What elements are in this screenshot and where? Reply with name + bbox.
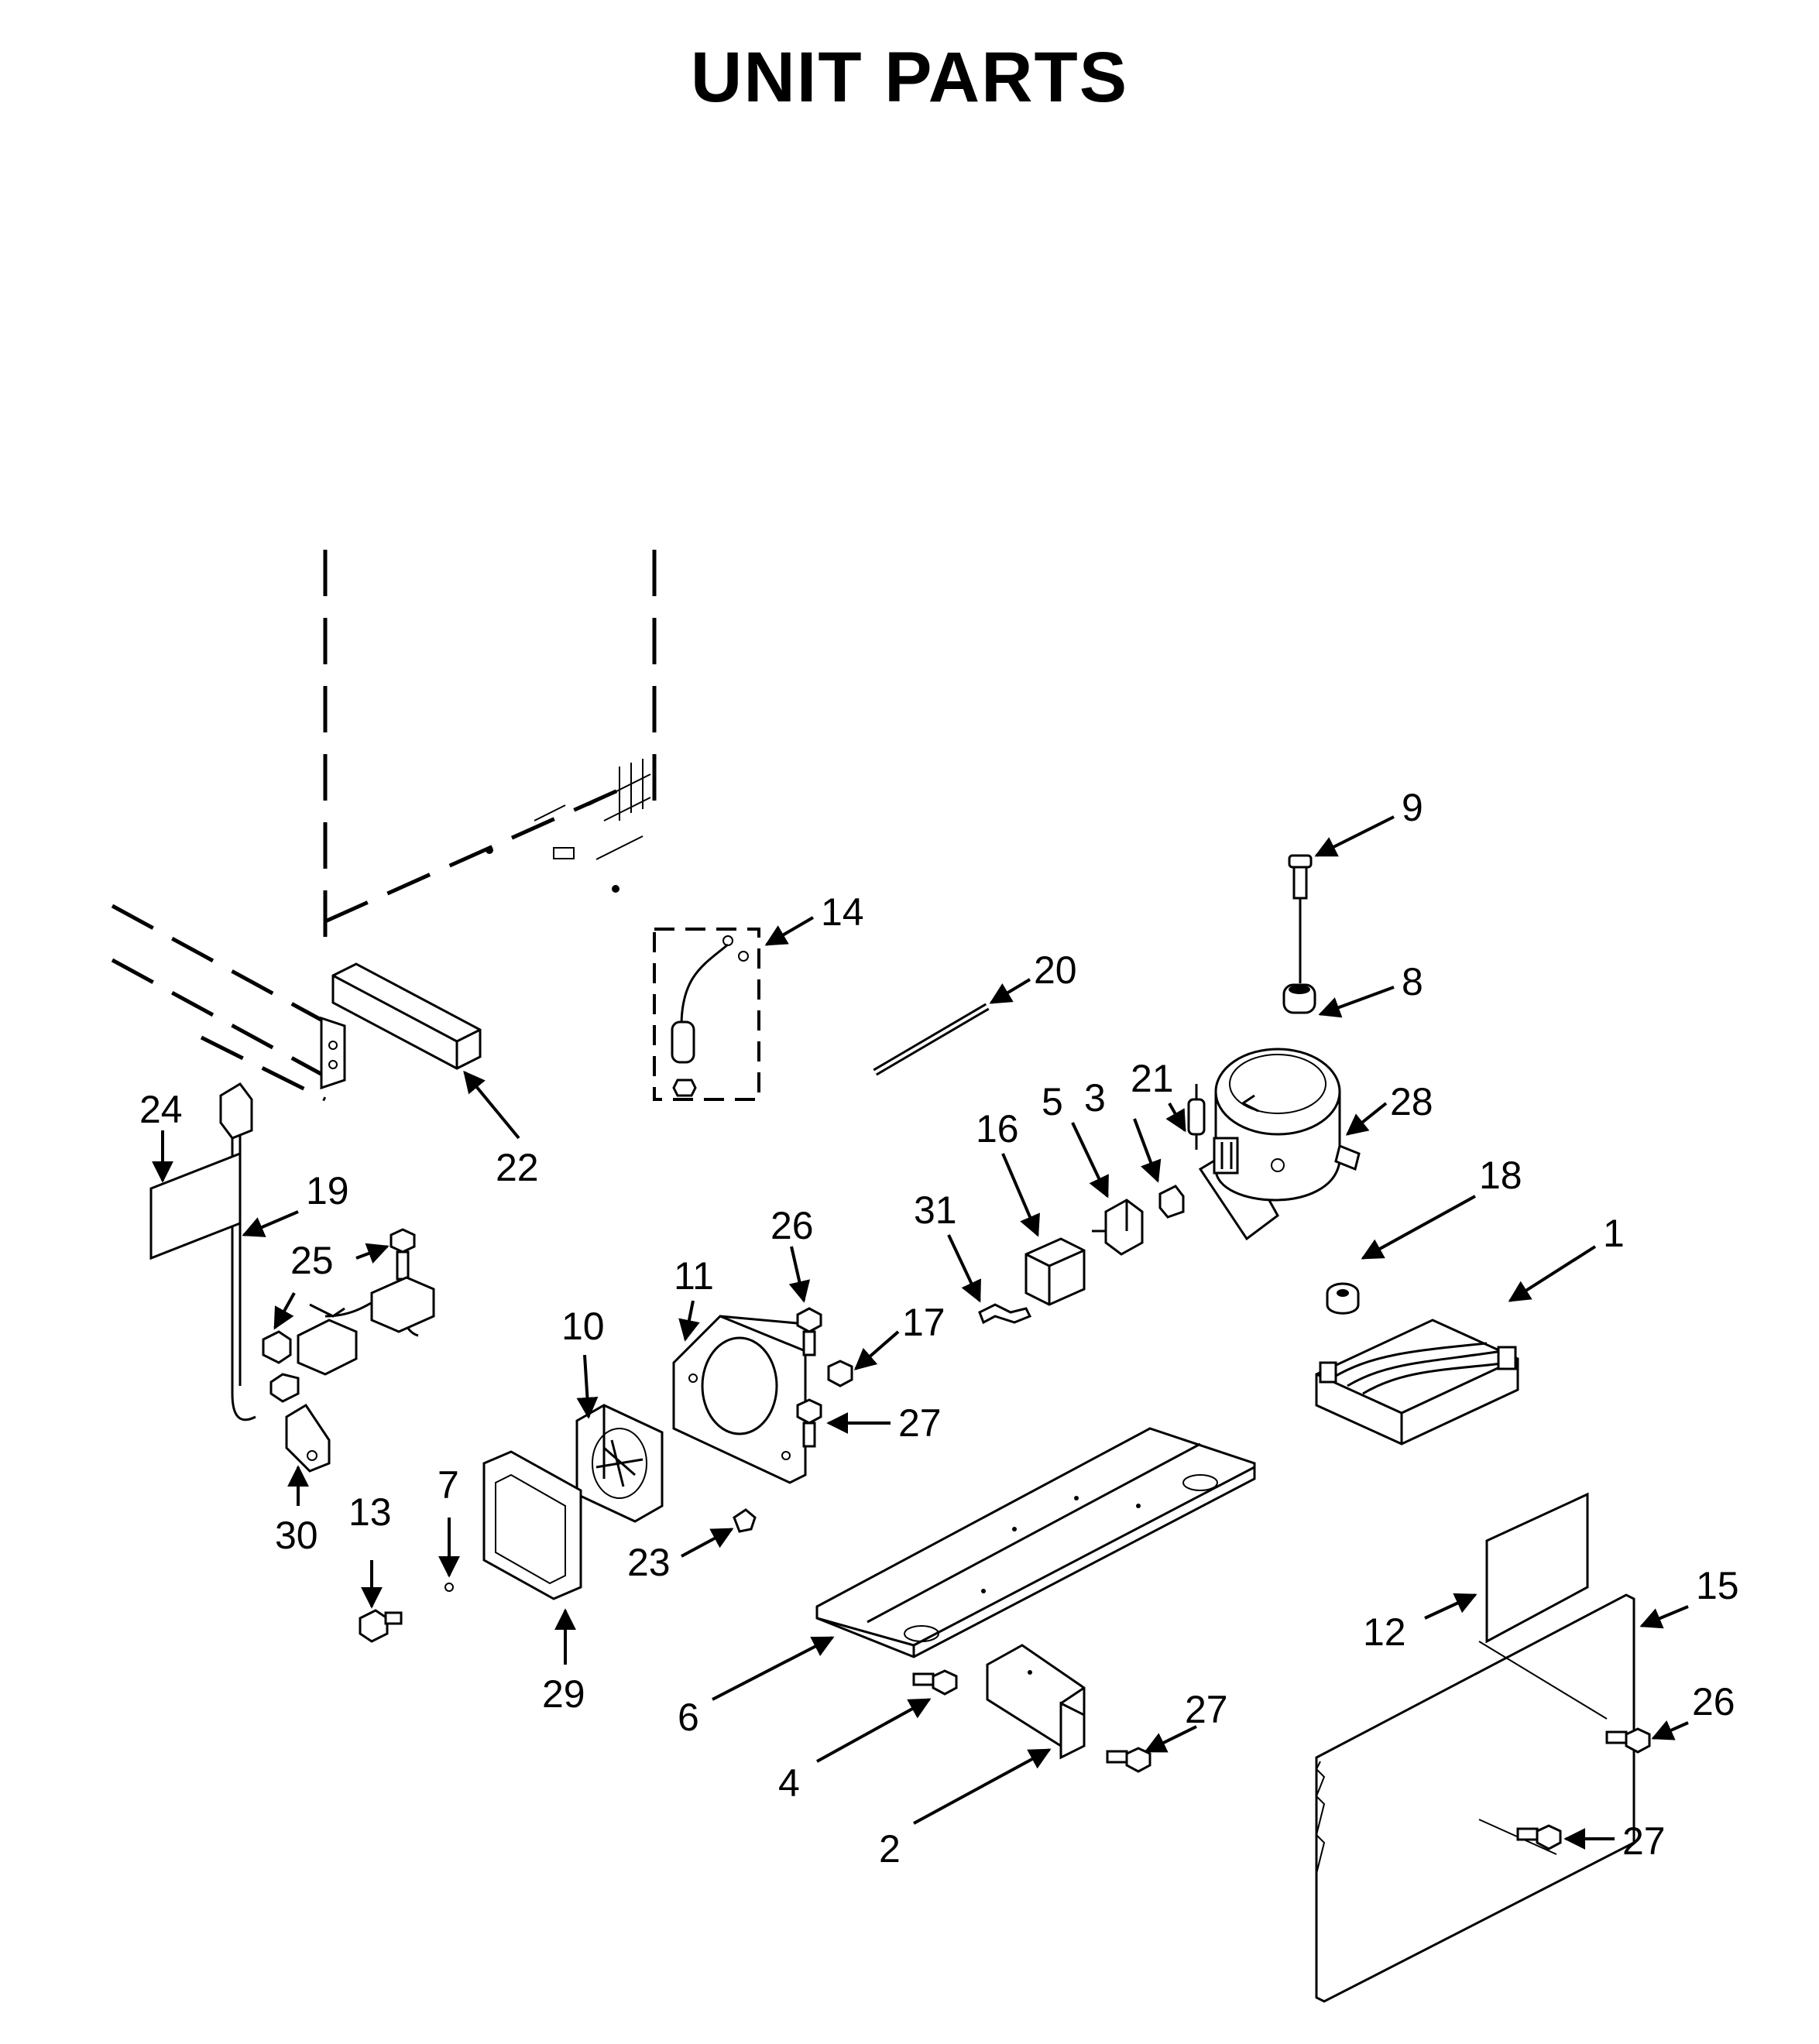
callout-4: 4: [778, 1761, 800, 1805]
part-26-screw-b: [1605, 1727, 1651, 1754]
part-6-base-rail: [815, 1427, 1256, 1658]
callout-31: 31: [914, 1188, 957, 1232]
callout-14: 14: [821, 890, 864, 934]
callout-6: 6: [678, 1696, 699, 1739]
callout-29: 29: [542, 1672, 585, 1716]
part-18-grommet: [1326, 1282, 1360, 1315]
callout-27c: 27: [1622, 1819, 1666, 1863]
callout-26a: 26: [771, 1204, 814, 1247]
callout-13: 13: [348, 1490, 392, 1534]
diagram-title: UNIT PARTS: [690, 38, 1129, 117]
callout-2: 2: [879, 1827, 901, 1871]
part-30-clamp: [285, 1403, 331, 1473]
callout-8: 8: [1402, 960, 1423, 1003]
part-29-shroud: [482, 1450, 582, 1600]
callout-30: 30: [275, 1514, 318, 1557]
part-31-wire-clip: [978, 1303, 1032, 1325]
callout-9: 9: [1402, 786, 1423, 829]
part-27-screw-a: [796, 1398, 822, 1448]
callout-18: 18: [1479, 1154, 1522, 1197]
part-12-panel: [1485, 1492, 1589, 1644]
part-11-fan-bracket: [672, 1315, 807, 1484]
part-1-tube-assembly: [1315, 1319, 1519, 1446]
part-13-screw: [359, 1609, 403, 1643]
leader-arrows: [152, 815, 1689, 1850]
part-5-relay: [1092, 1199, 1144, 1256]
part-3-clip: [1158, 1185, 1185, 1219]
part-23-clip: [733, 1508, 757, 1533]
part-9-bolt: [1288, 854, 1313, 983]
part-22-channel: [320, 962, 482, 1090]
callout-15: 15: [1696, 1564, 1739, 1607]
part-17-nut: [827, 1360, 853, 1387]
part-10-fan: [575, 1404, 664, 1523]
callout-12: 12: [1363, 1610, 1406, 1654]
callout-11: 11: [674, 1254, 714, 1298]
callout-3: 3: [1084, 1076, 1106, 1120]
cabinet-outline: [111, 550, 657, 1102]
part-28-compressor: [1198, 1048, 1361, 1241]
callout-23: 23: [627, 1541, 671, 1584]
part-21-filter: [1187, 1084, 1206, 1150]
part-16-cover: [1024, 1237, 1086, 1306]
part-24-label: [149, 1151, 242, 1260]
callout-22: 22: [496, 1146, 539, 1189]
callout-24: 24: [139, 1088, 183, 1131]
harness-connectors: [262, 1276, 435, 1403]
part-14-capacitor: [653, 928, 760, 1101]
part-2-bracket: [986, 1644, 1086, 1760]
callout-16: 16: [976, 1107, 1019, 1151]
part-8-grommet: [1282, 983, 1316, 1014]
part-27-screw-c: [1516, 1824, 1562, 1850]
callout-21: 21: [1131, 1057, 1174, 1100]
part-20-rod: [873, 1003, 990, 1076]
callout-27a: 27: [898, 1401, 942, 1445]
callout-10: 10: [561, 1305, 605, 1348]
callout-28: 28: [1390, 1080, 1433, 1123]
part-26-screw-a: [796, 1307, 822, 1356]
part-7-nut: [444, 1583, 454, 1592]
part-4-screw: [912, 1669, 958, 1696]
callout-1: 1: [1603, 1212, 1625, 1255]
callout-19: 19: [306, 1169, 349, 1212]
callout-26b: 26: [1692, 1680, 1735, 1723]
callout-27b: 27: [1185, 1688, 1228, 1731]
part-25-screw: [390, 1228, 416, 1281]
callout-20: 20: [1034, 948, 1077, 992]
part-15-cover-panel: [1315, 1593, 1635, 2003]
part-27-screw-b: [1106, 1747, 1151, 1773]
callout-5: 5: [1042, 1080, 1063, 1123]
callout-25: 25: [290, 1239, 334, 1282]
callout-17: 17: [902, 1301, 946, 1344]
callout-7: 7: [438, 1463, 459, 1507]
